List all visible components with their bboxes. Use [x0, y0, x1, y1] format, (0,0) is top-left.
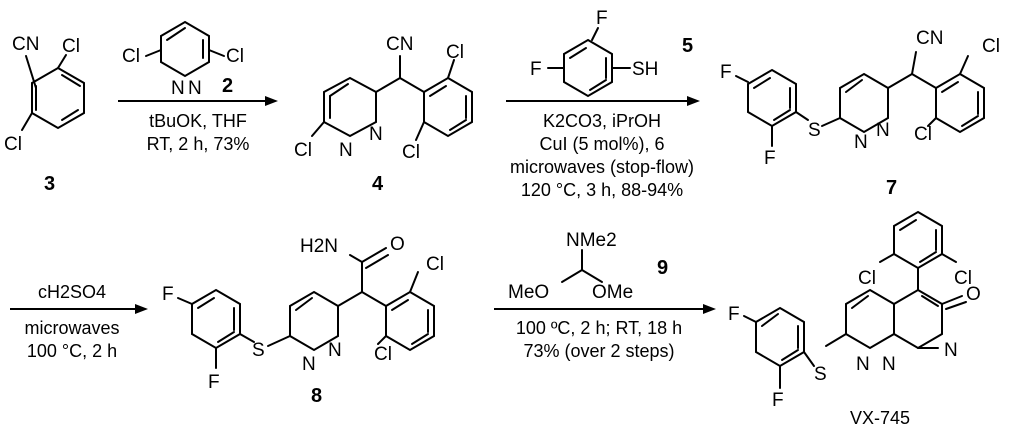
dmf-dma-9-structure: NMe2 MeO OMe	[508, 230, 633, 303]
cl-label: Cl	[4, 134, 22, 155]
f-label: F	[162, 284, 174, 305]
step2-condition-line-1: K2CO3, iPrOH	[543, 111, 661, 131]
compound-label-3: 3	[44, 173, 55, 195]
step2-condition-line-2: CuI (5 mol%), 6	[539, 134, 664, 154]
compound-4-structure: CN Cl N N Cl Cl	[294, 34, 473, 163]
step2-condition-line-4: 120 °C, 3 h, 88-94%	[521, 180, 683, 200]
vx-745-structure: Cl Cl O N N N S F F	[728, 210, 981, 411]
arrow-head	[687, 96, 700, 106]
cl-label: Cl	[914, 124, 932, 145]
cn-label: CN	[12, 34, 39, 55]
cl-label: Cl	[858, 268, 876, 289]
f-label: F	[530, 59, 542, 80]
cn-label: CN	[916, 28, 943, 49]
s-label: S	[252, 340, 265, 361]
compound-label-7: 7	[886, 177, 897, 199]
arrow-head	[265, 96, 278, 106]
f-label: F	[596, 8, 608, 29]
n-label: N	[328, 340, 342, 361]
o-label: O	[966, 284, 981, 305]
o-label: O	[390, 234, 405, 255]
cl-label: Cl	[62, 36, 80, 57]
step3-condition-line-1: cH2SO4	[38, 282, 106, 302]
cl-label: Cl	[226, 46, 244, 67]
f-label: F	[720, 62, 732, 83]
compound-8-structure: F F S N N O H2N Cl Cl	[162, 234, 444, 393]
n-label: N	[882, 354, 896, 375]
step1-condition-line-2: RT, 2 h, 73%	[147, 134, 250, 154]
n-label: N	[188, 78, 202, 99]
compound-label-vx-745: VX-745	[850, 408, 910, 428]
step3-condition-line-2: microwaves	[24, 318, 119, 338]
compound-label-4: 4	[372, 173, 384, 195]
cl-label: Cl	[122, 46, 140, 67]
compound-3-structure: CN Cl Cl	[4, 34, 85, 155]
n-label: N	[171, 78, 185, 99]
cl-label: Cl	[294, 140, 312, 161]
n-label: N	[302, 354, 316, 375]
cl-label: Cl	[426, 254, 444, 275]
f-label: F	[208, 372, 220, 393]
cl-label: Cl	[374, 344, 392, 365]
n-label: N	[856, 354, 870, 375]
compound-label-2: 2	[222, 75, 233, 97]
compound-7-structure: F F S N N CN Cl Cl	[720, 28, 1000, 169]
difluorothiophenol-5-structure: F F SH	[530, 8, 658, 98]
cl-label: Cl	[982, 36, 1000, 57]
step3-condition-line-3: 100 °C, 2 h	[27, 341, 117, 361]
step4-condition-line-2: 73% (over 2 steps)	[523, 341, 674, 361]
step2-condition-line-3: microwaves (stop-flow)	[510, 157, 694, 177]
f-label: F	[772, 390, 784, 411]
cl-label: Cl	[954, 268, 972, 289]
compound-label-5: 5	[682, 35, 693, 57]
cl-label: Cl	[402, 142, 420, 163]
step1-condition-line-1: tBuOK, THF	[149, 111, 247, 131]
step4-condition-line-1: 100 ºC, 2 h; RT, 18 h	[516, 318, 682, 338]
s-label: S	[808, 120, 821, 141]
n-label: N	[854, 132, 868, 153]
nme2-label: NMe2	[566, 230, 617, 251]
n-label: N	[339, 140, 353, 161]
dichloropyridazine-2-structure: Cl Cl N N	[122, 20, 244, 99]
n-label: N	[876, 120, 890, 141]
f-label: F	[728, 304, 740, 325]
n-label: N	[944, 340, 958, 361]
compound-label-8: 8	[311, 385, 322, 407]
h2n-label: H2N	[300, 236, 338, 257]
compound-label-9: 9	[657, 257, 668, 279]
f-label: F	[764, 148, 776, 169]
ome-label: OMe	[592, 282, 633, 303]
sh-label: SH	[632, 59, 658, 80]
s-label: S	[814, 364, 827, 385]
cn-label: CN	[386, 34, 413, 55]
meo-label: MeO	[508, 282, 549, 303]
arrow-head	[703, 304, 716, 314]
arrow-head	[135, 304, 148, 314]
cl-label: Cl	[446, 42, 464, 63]
n-label: N	[369, 124, 383, 145]
